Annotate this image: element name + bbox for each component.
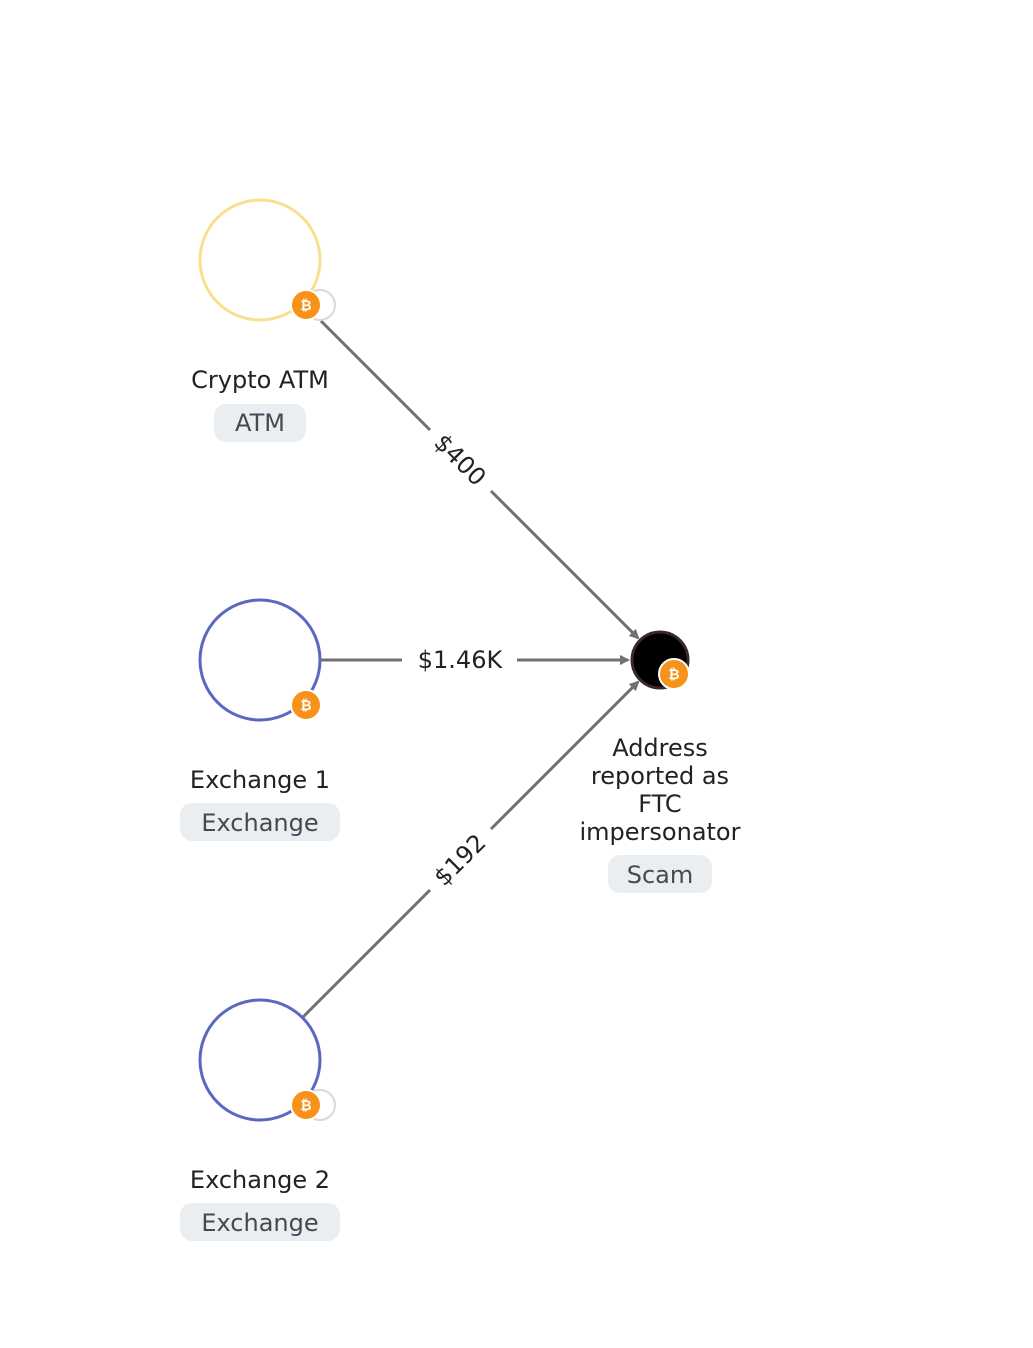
bitcoin-icon: ₿ xyxy=(290,689,322,721)
svg-text:₿: ₿ xyxy=(300,1098,311,1114)
tag-atm: ATM xyxy=(214,404,306,442)
edge-exchange2-to-scam[interactable]: $192 xyxy=(301,680,640,1019)
edge-line xyxy=(319,319,432,432)
edge-atm-to-scam[interactable]: $400 xyxy=(319,319,640,640)
node-label: Crypto ATM xyxy=(191,366,329,394)
node-label-line: impersonator xyxy=(580,818,741,846)
svg-text:₿: ₿ xyxy=(300,698,311,714)
edge-exchange1-to-scam[interactable]: $1.46K xyxy=(321,646,630,674)
tag-label: ATM xyxy=(235,409,285,437)
bitcoin-icon: ₿ xyxy=(290,1089,336,1121)
tag-label: Exchange xyxy=(201,809,318,837)
node-label-line: Address xyxy=(612,734,708,762)
node-crypto-atm[interactable]: ₿ Crypto ATM ATM xyxy=(191,198,336,442)
node-exchange-1[interactable]: ₿ Exchange 1 Exchange xyxy=(180,598,340,841)
svg-text:₿: ₿ xyxy=(300,298,311,314)
edge-label-atm: $400 xyxy=(429,429,492,492)
node-label: Exchange 2 xyxy=(190,1166,330,1194)
tag-exchange: Exchange xyxy=(180,1203,340,1241)
exchange-node-ring[interactable] xyxy=(198,598,322,722)
atm-node-ring[interactable] xyxy=(198,198,322,322)
node-label-line: FTC xyxy=(638,790,681,818)
tag-label: Scam xyxy=(627,861,694,889)
tag-exchange: Exchange xyxy=(180,803,340,841)
edge-label-exchange1: $1.46K xyxy=(418,646,504,674)
edge-line xyxy=(489,680,640,831)
edge-line xyxy=(489,489,640,640)
node-scam-address[interactable]: ₿ Address reported as FTC impersonator S… xyxy=(580,630,741,893)
node-label: Exchange 1 xyxy=(190,766,330,794)
node-label-line: reported as xyxy=(591,762,729,790)
bitcoin-icon: ₿ xyxy=(290,289,336,321)
node-exchange-2[interactable]: ₿ Exchange 2 Exchange xyxy=(180,998,340,1241)
tag-scam: Scam xyxy=(608,855,712,893)
tag-label: Exchange xyxy=(201,1209,318,1237)
svg-text:₿: ₿ xyxy=(668,667,679,683)
bitcoin-icon: ₿ xyxy=(658,658,690,690)
exchange-node-ring[interactable] xyxy=(198,998,322,1122)
edge-label-exchange2: $192 xyxy=(429,829,492,892)
edge-line xyxy=(301,888,432,1019)
